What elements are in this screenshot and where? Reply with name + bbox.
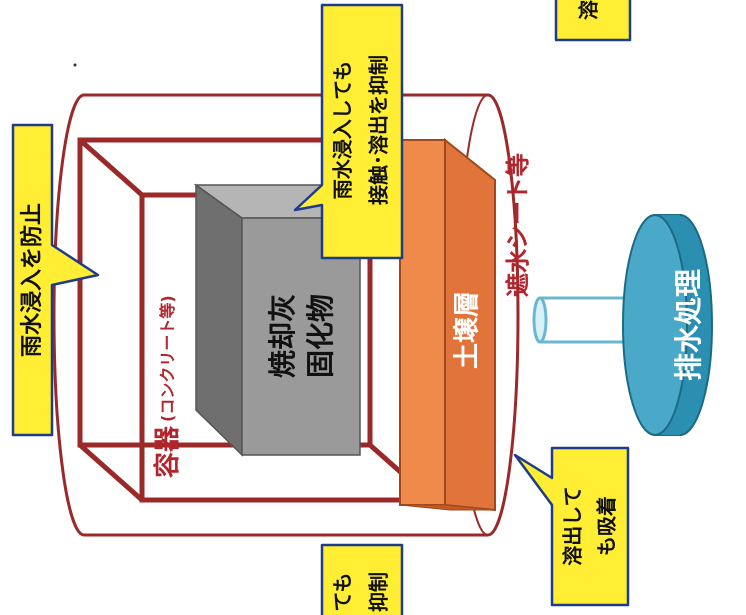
soil-layer-box xyxy=(399,137,496,512)
ash-label-line1: 焼却灰 xyxy=(266,294,299,378)
adsorb-line1: 溶出して xyxy=(561,486,585,565)
rain-contact-line1: 雨水浸入しても xyxy=(331,61,355,199)
soil-layer-label: 土壌層 xyxy=(453,291,483,369)
callout-partial-top-right xyxy=(554,0,632,42)
ash-label-line2: 固化物 xyxy=(304,294,337,378)
callout-partial-bottom xyxy=(320,543,404,615)
drain-pipe xyxy=(532,296,627,344)
partial-top-right-label: 溶 xyxy=(577,0,601,20)
rain-contact-line2: 接触･溶出を抑制 xyxy=(367,55,391,205)
partial-bottom-line2: 抑制 xyxy=(367,572,391,612)
adsorb-line2: も吸着 xyxy=(595,496,619,556)
callout-rain-contact xyxy=(293,3,404,260)
speck-dot xyxy=(73,63,77,67)
callout-rain-prevent xyxy=(11,123,100,437)
container-label: 容器(コンクリート等) xyxy=(152,295,183,478)
drain-tank xyxy=(622,214,713,436)
drain-treatment-label: 排水処理 xyxy=(672,269,705,381)
rain-prevent-label: 雨水浸入を防止 xyxy=(20,203,45,357)
shield-sheet-label: 遮水シート等 xyxy=(504,153,532,297)
ash-block xyxy=(193,183,362,457)
partial-bottom-line1: ても xyxy=(331,573,355,612)
callout-adsorb xyxy=(513,446,630,607)
